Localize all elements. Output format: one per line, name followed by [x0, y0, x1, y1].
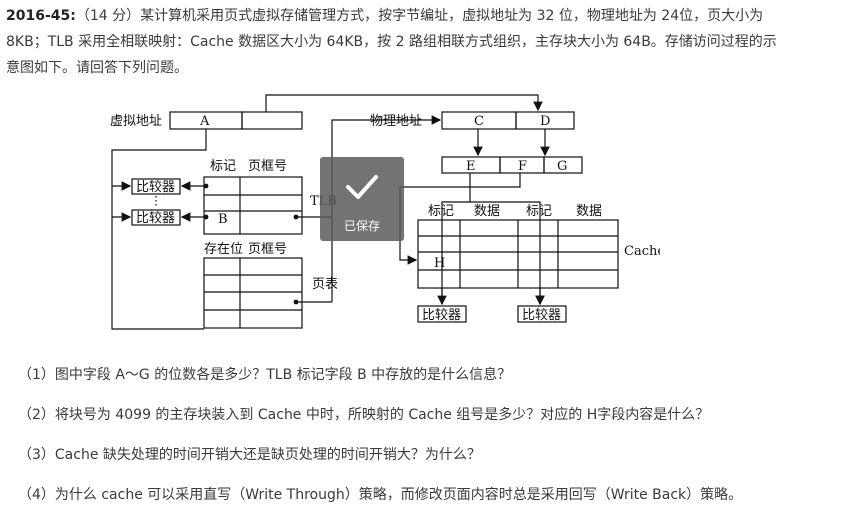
page-table: [203, 257, 303, 329]
present-bit-header: 存在位: [204, 242, 243, 257]
cache-data-header-2: 数据: [576, 204, 602, 219]
field-g-box: [543, 156, 583, 174]
field-f-label: F: [518, 159, 527, 174]
tlb-frame-header: 页框号: [248, 159, 287, 174]
memory-access-diagram: 虚拟地址 A 物理地址 C D E F G 标记 页框号 比较器 比较器 B T…: [100, 92, 665, 342]
tlb-comparator-2: [131, 209, 181, 226]
problem-line-3: 意图如下。请回答下列问题。: [6, 60, 188, 76]
page-table-label: 页表: [312, 277, 338, 292]
problem-line-2: 8KB；TLB 采用全相联映射：Cache 数据区大小为 64KB，按 2 路组…: [6, 34, 777, 50]
cache-comparator-2: [517, 305, 567, 323]
field-a-label: A: [199, 114, 210, 129]
tlb-table: [203, 176, 303, 235]
question-4: （4）为什么 cache 可以采用直写（Write Through）策略，而修改…: [18, 487, 743, 503]
field-e-label: E: [466, 159, 476, 174]
cache-data-header-1: 数据: [474, 204, 500, 219]
tlb-comparator-2-label: 比较器: [136, 211, 175, 226]
cache-comparator-1-label: 比较器: [422, 308, 461, 323]
problem-id: 2016-45:: [6, 8, 76, 24]
cache-comparator-2-label: 比较器: [522, 308, 561, 323]
cache-comparator-1: [417, 305, 467, 323]
question-1: （1）图中字段 A～G 的位数各是多少？TLB 标记字段 B 中存放的是什么信息…: [18, 367, 512, 383]
cache-label: Cache: [624, 244, 660, 259]
cache-tag-header-1: 标记: [428, 204, 454, 219]
cache-tag-header-2: 标记: [526, 204, 552, 219]
tlb-comparator-1: [131, 178, 181, 195]
field-d-label: D: [540, 114, 550, 129]
problem-points: （14 分）: [75, 8, 141, 24]
field-b-label: B: [218, 212, 228, 227]
problem-line-1: 某计算机采用页式虚拟存储管理方式，按字节编址，虚拟地址为 32 位，物理地址为 …: [140, 8, 764, 24]
tlb-comparator-1-label: 比较器: [136, 180, 175, 195]
physical-address-label: 物理地址: [370, 114, 422, 129]
virtual-offset-box: [241, 111, 303, 130]
field-g-label: G: [557, 159, 567, 174]
field-c-label: C: [474, 114, 484, 129]
question-3: （3）Cache 缺失处理的时间开销大还是缺页处理的时间开销大？为什么？: [18, 447, 481, 463]
diagram-svg: 虚拟地址 A 物理地址 C D E F G 标记 页框号 比较器 比较器 B T…: [110, 94, 665, 330]
page-frame-header: 页框号: [248, 242, 287, 257]
question-2: （2）将块号为 4099 的主存块装入到 Cache 中时，所映射的 Cache…: [18, 407, 710, 423]
problem-statement: 2016-45:（14 分）某计算机采用页式虚拟存储管理方式，按字节编址，虚拟地…: [6, 3, 856, 81]
field-h-label: H: [434, 256, 445, 271]
tlb-tag-header: 标记: [210, 159, 236, 174]
virtual-address-label: 虚拟地址: [110, 114, 162, 129]
check-icon: [346, 175, 378, 199]
saved-label: 已保存: [343, 219, 380, 233]
saved-overlay: 已保存: [320, 157, 404, 241]
